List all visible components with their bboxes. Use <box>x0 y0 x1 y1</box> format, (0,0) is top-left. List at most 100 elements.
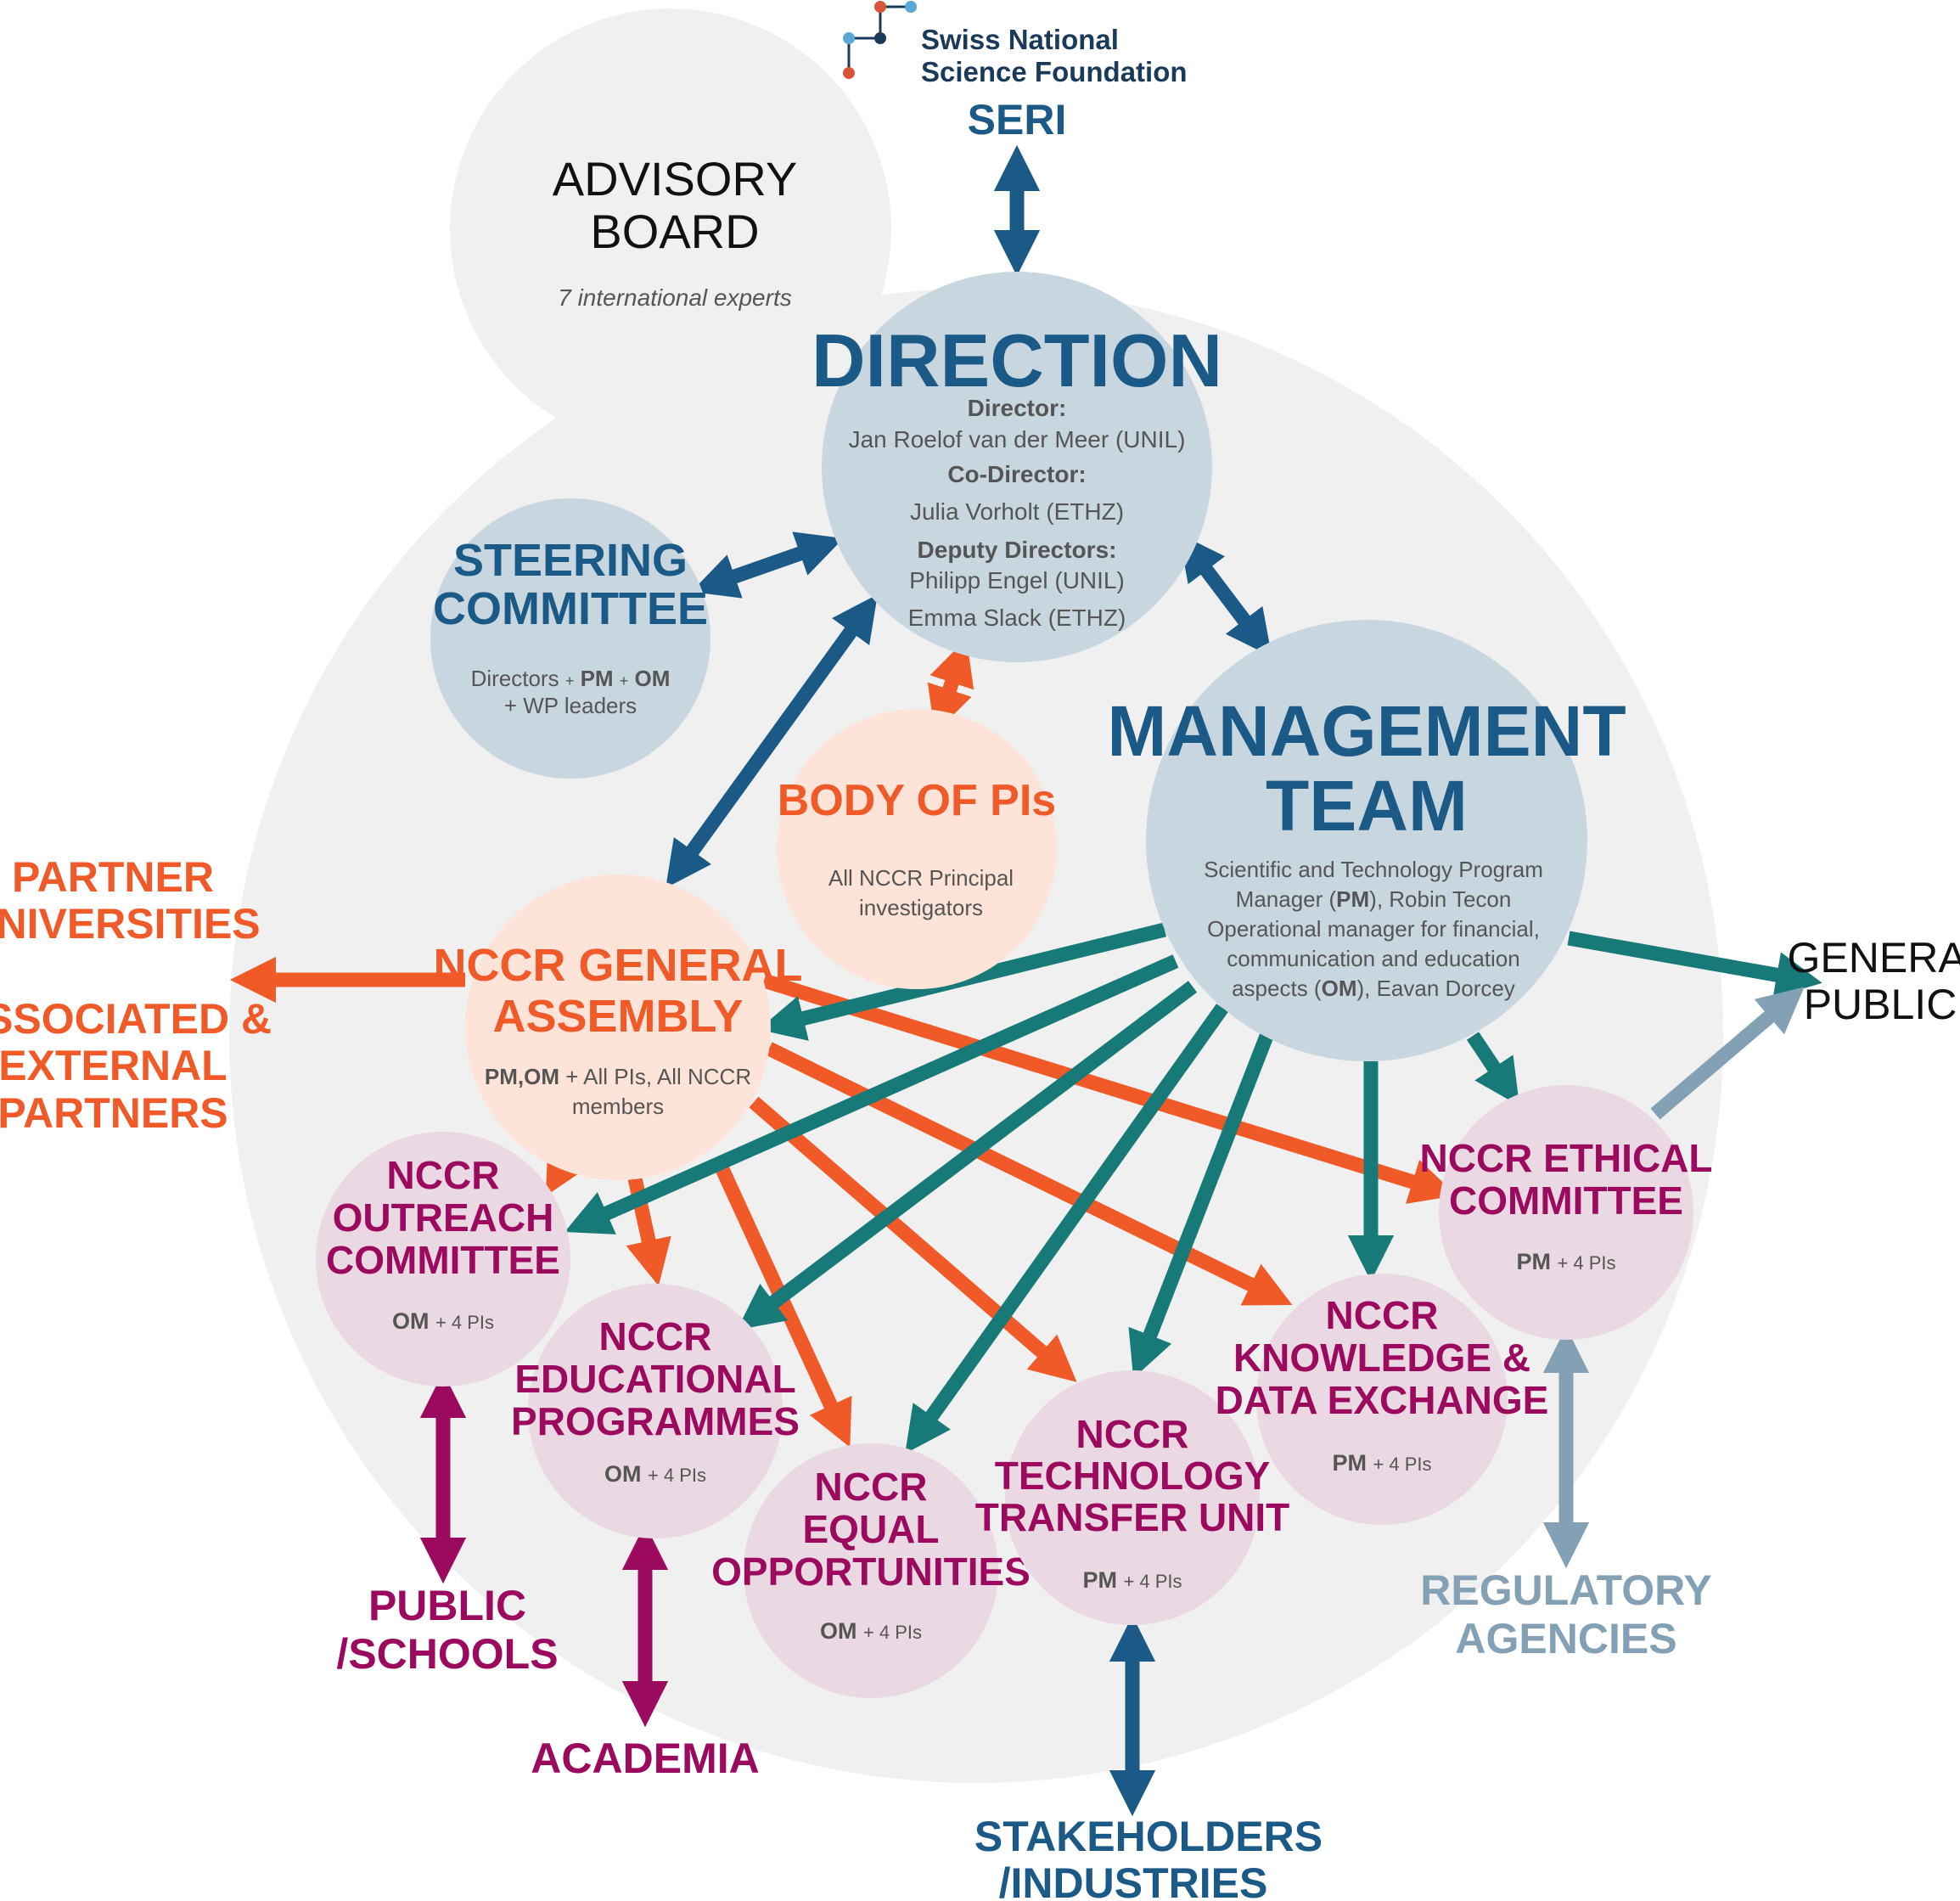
director-label: Director: <box>968 395 1067 421</box>
management-line4: communication and education <box>1227 946 1519 971</box>
arrow-direction-bodypis <box>927 638 974 734</box>
codirector-name: Julia Vorholt (ETHZ) <box>910 498 1124 525</box>
arrow-steering-direction <box>691 531 844 599</box>
management-title-line2: TEAM <box>1266 766 1468 846</box>
assembly-title-line2: ASSEMBLY <box>492 991 743 1042</box>
arrow-management-ethical <box>1466 1032 1520 1106</box>
codirector-label: Co-Director: <box>947 461 1086 487</box>
general-public-label: GENERAL PUBLIC <box>1788 934 1960 1028</box>
general-public-line2: PUBLIC <box>1804 981 1957 1028</box>
outreach-line2: OUTREACH <box>333 1195 554 1240</box>
knowledge-line1: NCCR <box>1326 1293 1439 1337</box>
academia-label: ACADEMIA <box>531 1735 759 1782</box>
equal-line2: EQUAL <box>803 1507 940 1551</box>
outreach-line1: NCCR <box>387 1153 500 1197</box>
equal-opportunities-node: NCCR EQUAL OPPORTUNITIES OM + 4 PIs <box>711 1443 1031 1698</box>
steering-members-line2: + WP leaders <box>504 693 637 718</box>
regulatory-line1: REGULATORY <box>1420 1566 1712 1614</box>
management-team-node: MANAGEMENT TEAM Scientific and Technolog… <box>1107 620 1626 1061</box>
partner-universities-line2: UNIVERSITIES <box>0 900 261 948</box>
public-schools-line2: /SCHOOLS <box>336 1630 558 1678</box>
outreach-members: OM + 4 PIs <box>392 1308 494 1334</box>
arrow-management-public <box>1567 931 1822 998</box>
steering-members-line1: Directors + PM + OM <box>471 666 671 691</box>
technology-line2: TECHNOLOGY <box>995 1454 1271 1498</box>
arrow-management-educational <box>737 981 1198 1330</box>
deputy-label: Deputy Directors: <box>918 537 1117 563</box>
technology-line3: TRANSFER UNIT <box>975 1495 1290 1539</box>
arrow-assembly-technology <box>749 1096 1077 1382</box>
general-public-line1: GENERAL <box>1788 934 1960 981</box>
arrow-direction-assembly <box>666 593 878 889</box>
logo-line2: Science Foundation <box>921 56 1188 87</box>
molecule-icon <box>843 1 917 79</box>
educational-line1: NCCR <box>599 1314 712 1358</box>
arrows <box>229 144 1822 1817</box>
arrow-management-outreach <box>564 954 1179 1235</box>
body-pis-line1: All NCCR Principal <box>828 865 1014 891</box>
arrow-management-technology <box>1128 1020 1278 1379</box>
associated-partners-line1: ASSOCIATED & <box>0 995 272 1043</box>
advisory-subtitle: 7 international experts <box>558 284 792 311</box>
deputy-1: Philipp Engel (UNIL) <box>909 567 1125 593</box>
ethical-line2: COMMITTEE <box>1449 1178 1683 1223</box>
regulatory-line2: AGENCIES <box>1455 1615 1676 1662</box>
arrow-direction-management <box>1178 533 1272 657</box>
knowledge-members: PM + 4 PIs <box>1332 1450 1431 1476</box>
technology-line1: NCCR <box>1076 1412 1189 1456</box>
advisory-title-line2: BOARD <box>590 205 759 258</box>
public-schools-line1: PUBLIC <box>368 1582 526 1629</box>
management-line3: Operational manager for financial, <box>1207 916 1540 942</box>
associated-partners-line2: EXTERNAL <box>0 1042 227 1089</box>
equal-line1: NCCR <box>815 1465 928 1509</box>
management-line2: Manager (PM), Robin Tecon <box>1236 886 1512 912</box>
outreach-committee-node: NCCR OUTREACH COMMITTEE OM + 4 PIs <box>316 1132 570 1386</box>
body-pis-line2: investigators <box>859 895 983 920</box>
arrow-management-equal <box>905 1004 1228 1454</box>
ethical-committee-node: NCCR ETHICAL COMMITTEE PM + 4 PIs <box>1420 1085 1713 1340</box>
director-name: Jan Roelof van der Meer (UNIL) <box>849 426 1186 453</box>
deputy-2: Emma Slack (ETHZ) <box>908 605 1126 631</box>
stakeholders-line2: /INDUSTRIES <box>999 1859 1268 1901</box>
snsf-logo: Swiss National Science Foundation <box>843 1 1188 87</box>
seri-label: SERI <box>968 96 1067 143</box>
steering-committee-node: STEERING COMMITTEE Directors + PM + OM +… <box>430 498 710 779</box>
assembly-line1: PM,OM + All PIs, All NCCR <box>485 1064 751 1089</box>
stakeholders-line1: STAKEHOLDERS <box>974 1813 1323 1860</box>
assembly-line2: members <box>572 1094 664 1119</box>
associated-partners-line3: PARTNERS <box>0 1089 228 1137</box>
advisory-board: ADVISORY BOARD 7 international experts <box>553 152 797 311</box>
knowledge-line2: KNOWLEDGE & <box>1233 1336 1530 1380</box>
management-line5: aspects (OM), Eavan Dorcey <box>1232 976 1515 1001</box>
advisory-title-line1: ADVISORY <box>553 152 797 205</box>
partners-labels: PARTNER UNIVERSITIES ASSOCIATED & EXTERN… <box>0 853 272 1137</box>
steering-title-line1: STEERING <box>453 535 688 586</box>
educational-line3: PROGRAMMES <box>511 1399 800 1443</box>
technology-transfer-node: NCCR TECHNOLOGY TRANSFER UNIT PM + 4 PIs <box>975 1370 1290 1625</box>
arrow-ethical-public <box>1650 987 1805 1120</box>
arrow-assembly-ethical <box>761 973 1457 1204</box>
body-of-pis-node: BODY OF PIs All NCCR Principal investiga… <box>777 709 1057 989</box>
partner-universities-line1: PARTNER <box>12 853 214 901</box>
outreach-line3: COMMITTEE <box>326 1238 560 1282</box>
knowledge-exchange-node: NCCR KNOWLEDGE & DATA EXCHANGE PM + 4 PI… <box>1216 1274 1549 1525</box>
management-line1: Scientific and Technology Program <box>1204 857 1543 882</box>
ethical-members: PM + 4 PIs <box>1516 1249 1615 1274</box>
educational-line2: EDUCATIONAL <box>514 1357 795 1401</box>
educational-programmes-node: NCCR EDUCATIONAL PROGRAMMES OM + 4 PIs <box>511 1284 800 1538</box>
steering-title-line2: COMMITTEE <box>433 583 708 634</box>
educational-members: OM + 4 PIs <box>604 1461 706 1487</box>
logo-line1: Swiss National <box>921 24 1119 55</box>
management-title-line1: MANAGEMENT <box>1107 691 1626 771</box>
technology-members: PM + 4 PIs <box>1082 1567 1182 1593</box>
equal-line3: OPPORTUNITIES <box>711 1549 1031 1594</box>
equal-members: OM + 4 PIs <box>820 1618 922 1644</box>
assembly-title-line1: NCCR GENERAL <box>433 940 802 991</box>
knowledge-line3: DATA EXCHANGE <box>1216 1378 1549 1422</box>
ethical-line1: NCCR ETHICAL <box>1420 1136 1713 1180</box>
body-pis-title: BODY OF PIs <box>778 776 1056 825</box>
direction-node: DIRECTION Director: Jan Roelof van der M… <box>812 272 1222 662</box>
direction-title: DIRECTION <box>812 318 1222 402</box>
general-assembly-node: NCCR GENERAL ASSEMBLY PM,OM + All PIs, A… <box>433 875 803 1180</box>
